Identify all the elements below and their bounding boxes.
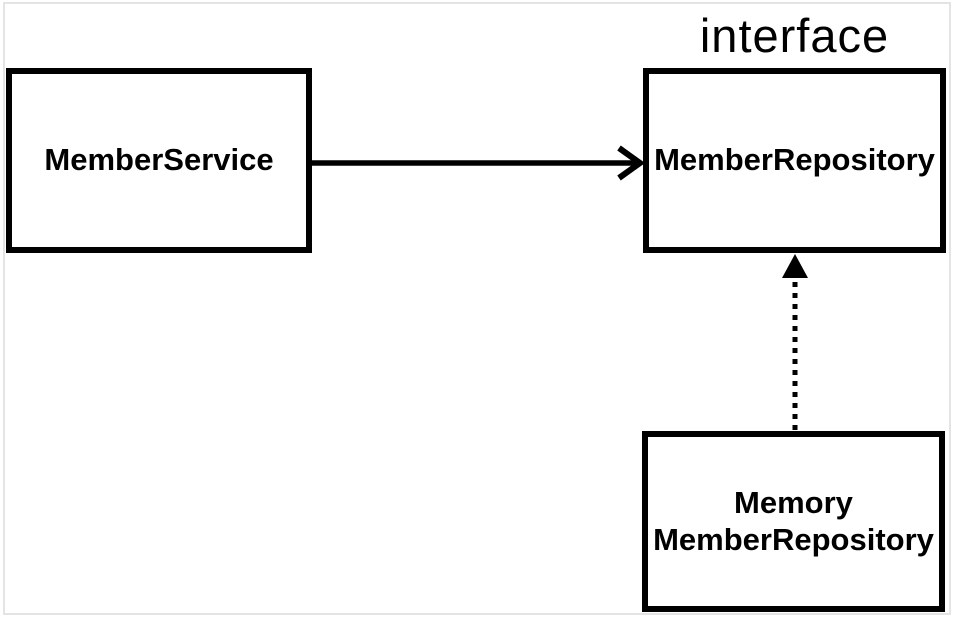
- node-member-repository: MemberRepository: [643, 68, 946, 253]
- dotted-arrow-memory-repository-to-member-repository: [782, 254, 808, 430]
- filled-triangle-arrowhead-icon: [782, 254, 808, 278]
- memory-member-repository-label-line2: MemberRepository: [653, 521, 934, 557]
- open-chevron-arrowhead-icon: [617, 145, 646, 181]
- node-memory-member-repository: Memory MemberRepository: [642, 431, 945, 612]
- member-service-label: MemberService: [44, 142, 274, 178]
- member-repository-label: MemberRepository: [654, 142, 935, 178]
- interface-stereotype-label: interface: [699, 9, 890, 62]
- solid-arrow-member-service-to-member-repository: [312, 145, 646, 181]
- memory-member-repository-label-line1: Memory: [734, 484, 853, 520]
- node-member-service: MemberService: [6, 68, 312, 253]
- memory-member-repository-label: Memory MemberRepository: [653, 485, 934, 558]
